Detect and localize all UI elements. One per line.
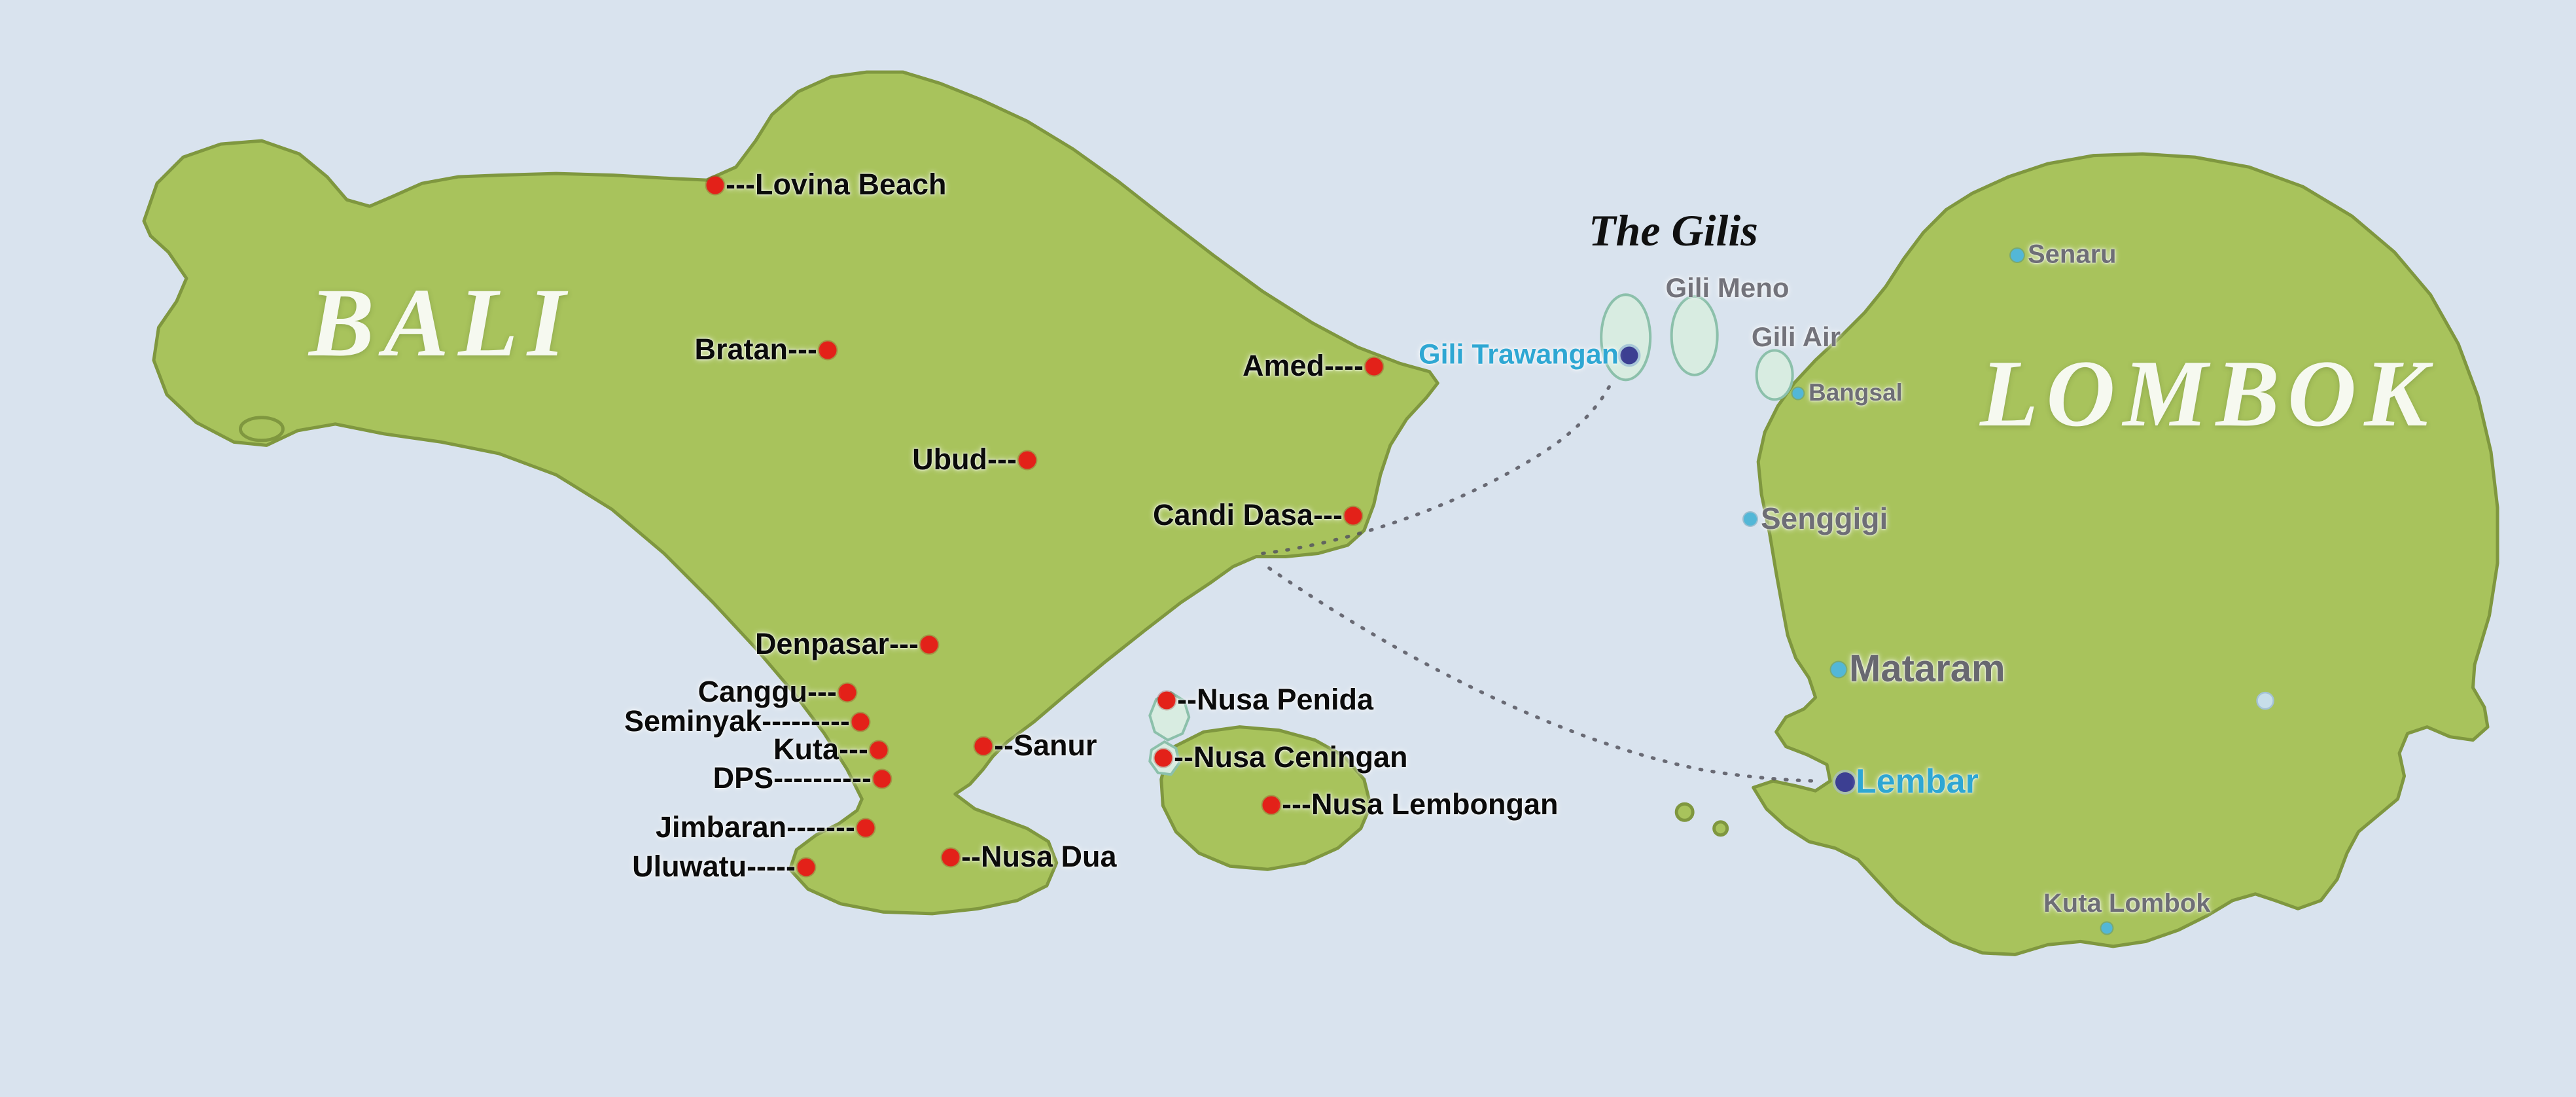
location-dot-candi-dasa [1344,507,1362,525]
marker-label-gili-trawangan: Gili Trawangan [1419,338,1619,370]
marker-label-amed: Amed---- [1243,348,1364,382]
location-dot-kuta [870,741,888,759]
marker-label-candi-dasa: Candi Dasa--- [1152,497,1343,531]
location-dot-bangsal [1792,387,1804,399]
location-dot-lovina-beach [706,176,724,194]
location-dot-nusa-ceningan [1154,749,1173,767]
marker-label-jimbaran: Jimbaran------- [656,810,855,844]
marker-label-nusa-ceningan: --Nusa Ceningan [1174,740,1408,774]
location-dot-mataram [1831,662,1846,677]
lombok-island-shape [1752,152,2499,956]
marker-label-bangsal: Bangsal [1808,379,1903,406]
marker-label-nusa-penida: --Nusa Penida [1177,682,1374,716]
marker-label-gili-meno: Gili Meno [1665,272,1790,303]
location-dot-amed [1365,357,1383,376]
location-dot-sanur [974,737,993,755]
marker-label-kuta-lombok: Kuta Lombok [2043,889,2211,918]
location-dot-senggigi [1744,513,1757,526]
location-dot-dps [873,770,891,788]
location-dot-nusa-dua [942,848,960,867]
lombok-lagoon-dot [2256,691,2274,710]
location-dot-senaru [2011,249,2024,262]
gilis-group-title: The Gilis [1589,206,1758,255]
bali-island-shape [142,70,1439,916]
marker-label-gili-air: Gili Air [1751,321,1841,352]
marker-label-nusa-lembongan: ---Nusa Lembongan [1282,787,1559,821]
location-dot-kuta-lombok [2101,922,2113,934]
marker-label-uluwatu: Uluwatu----- [632,849,796,883]
location-dot-canggu [838,683,856,702]
marker-label-senaru: Senaru [2028,240,2117,269]
marker-label-senggigi: Senggigi [1761,501,1888,535]
marker-label-lovina-beach: ---Lovina Beach [726,167,947,201]
ferry-route-bali-gilis [1261,378,1615,556]
menjangan-islet-shape [238,416,285,442]
location-dot-nusa-penida [1157,691,1176,710]
location-dot-jimbaran [856,819,875,837]
ferry-route-bali-lembar [1267,566,1824,783]
lombok-island-title: LOMBOK [1980,340,2436,446]
location-dot-nusa-lembongan [1262,796,1280,814]
marker-label-dps: DPS---------- [713,761,872,795]
gili-air-island-shape [1755,349,1794,401]
marker-label-denpasar: Denpasar--- [754,626,919,660]
gili-meno-island-shape [1670,295,1719,376]
marker-label-kuta: Kuta--- [773,732,868,766]
location-dot-gili-trawangan [1620,346,1638,365]
marker-label-lembar: Lembar [1856,762,1979,800]
gili-trawangan-island-shape [1600,293,1652,382]
marker-label-mataram: Mataram [1849,647,2005,691]
location-dot-uluwatu [797,858,815,876]
sekotong-islet-shape [1674,802,1695,822]
location-dot-denpasar [920,636,938,654]
location-dot-seminyak [851,713,870,731]
location-dot-bratan [819,341,837,359]
location-dot-ubud [1018,451,1036,469]
sekotong-islet-shape [1712,820,1729,837]
marker-label-ubud: Ubud--- [912,442,1017,476]
marker-label-canggu: Canggu--- [697,674,837,708]
bali-island-title: BALI [309,268,575,377]
marker-label-seminyak: Seminyak--------- [624,704,850,738]
location-dot-lembar [1835,772,1855,792]
marker-label-bratan: Bratan--- [694,332,818,366]
marker-label-nusa-dua: --Nusa Dua [961,839,1117,873]
marker-label-sanur: --Sanur [994,728,1097,762]
